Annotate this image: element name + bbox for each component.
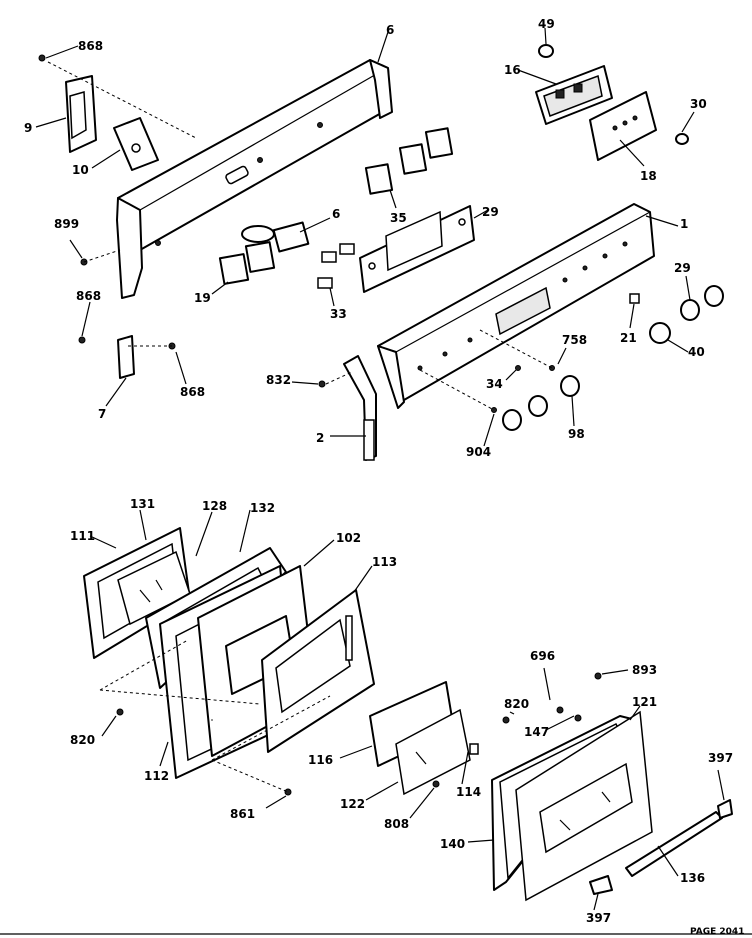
part-49-knob	[538, 44, 554, 58]
callout-121-glass: 121	[632, 695, 657, 709]
callout-40-knob: 40	[688, 345, 705, 359]
screws-top	[38, 54, 555, 413]
callout-19-switches: 19	[194, 291, 211, 305]
callout-6-switch: 6	[332, 207, 340, 221]
callout-904-screw: 904	[466, 445, 491, 459]
part-18-overlay	[589, 91, 657, 161]
part-35-switches	[364, 127, 454, 195]
part-6-backsplash-bracket	[116, 59, 393, 299]
callout-98-knob: 98	[568, 427, 585, 441]
callout-820-screw-b: 820	[504, 697, 529, 711]
part-19-switches	[218, 241, 276, 285]
callout-397-end-cap: 397	[708, 751, 733, 765]
callout-21-clip: 21	[620, 331, 637, 345]
callout-114-clip: 114	[456, 785, 481, 799]
callout-868-screw: 868	[78, 39, 103, 53]
callout-33-lights: 33	[330, 307, 347, 321]
leader-lines-top	[35, 27, 695, 447]
part-29-panel-backer	[359, 205, 475, 293]
callout-112-inner-door: 112	[144, 769, 169, 783]
callout-102-insulation: 102	[336, 531, 361, 545]
callout-128-glass: 128	[202, 499, 227, 513]
callout-696-screw: 696	[530, 649, 555, 663]
part-21-clip	[629, 293, 640, 304]
callout-893-screw: 893	[632, 663, 657, 677]
page-code: PAGE 2041	[690, 927, 744, 937]
leader-lines-bottom	[89, 509, 725, 911]
part-397-end-caps	[589, 799, 733, 895]
callout-132-frame: 132	[250, 501, 275, 515]
callout-9-end-bracket: 9	[24, 121, 32, 135]
callout-832-screw: 832	[266, 373, 291, 387]
part-29-knobs	[680, 285, 724, 321]
callout-758-screw: 758	[562, 333, 587, 347]
part-7-bracket	[117, 335, 135, 379]
callout-49-knob: 49	[538, 17, 555, 31]
callout-6-backsplash: 6	[386, 23, 394, 37]
callout-10-bracket: 10	[72, 163, 89, 177]
callout-30-knob: 30	[690, 97, 707, 111]
callout-868-screw-c: 868	[180, 385, 205, 399]
callout-131: 131	[130, 497, 155, 511]
part-2-end-cap	[343, 355, 377, 461]
callout-868-screw-b: 868	[76, 289, 101, 303]
callout-122-glass: 122	[340, 797, 365, 811]
callout-140-outer-door: 140	[440, 837, 465, 851]
callout-899-screw: 899	[54, 217, 79, 231]
part-30-knob	[675, 133, 689, 145]
part-9-end-bracket	[65, 75, 97, 153]
part-6-infinite-switch	[241, 221, 310, 253]
screws-bottom	[116, 672, 602, 796]
part-114-clip	[469, 743, 479, 755]
part-121-door-glass	[515, 710, 653, 902]
callout-35-switch: 35	[390, 211, 407, 225]
callout-2-end-cap: 2	[316, 431, 324, 445]
callout-7-bracket: 7	[98, 407, 106, 421]
part-122-glass	[395, 708, 471, 796]
callout-1-control-panel: 1	[680, 217, 688, 231]
part-16-clock-module	[535, 65, 613, 125]
part-113-door-panel	[261, 589, 375, 753]
callout-113-panel: 113	[372, 555, 397, 569]
callout-861-screw: 861	[230, 807, 255, 821]
part-40-knob	[649, 322, 671, 344]
callout-18-overlay: 18	[640, 169, 657, 183]
callout-397-end-cap-b: 397	[586, 911, 611, 925]
callout-16-clock: 16	[504, 63, 521, 77]
callout-labels: 868 9 10 6 49 16 30 18 899 35 6 29 1 19 …	[24, 17, 733, 925]
part-33-indicator-lights	[317, 243, 355, 289]
callout-147-screw: 147	[524, 725, 549, 739]
callout-29-knob: 29	[674, 261, 691, 275]
callout-808-screw: 808	[384, 817, 409, 831]
callout-136-handle: 136	[680, 871, 705, 885]
part-98-knobs	[502, 375, 580, 431]
callout-116-vent: 116	[308, 753, 333, 767]
part-1-control-panel	[377, 203, 655, 409]
part-10-bracket	[113, 117, 159, 171]
callout-34-screw: 34	[486, 377, 503, 391]
callout-820-screw: 820	[70, 733, 95, 747]
callout-111-liner: 111	[70, 529, 95, 543]
callout-29-panel-backer: 29	[482, 205, 499, 219]
